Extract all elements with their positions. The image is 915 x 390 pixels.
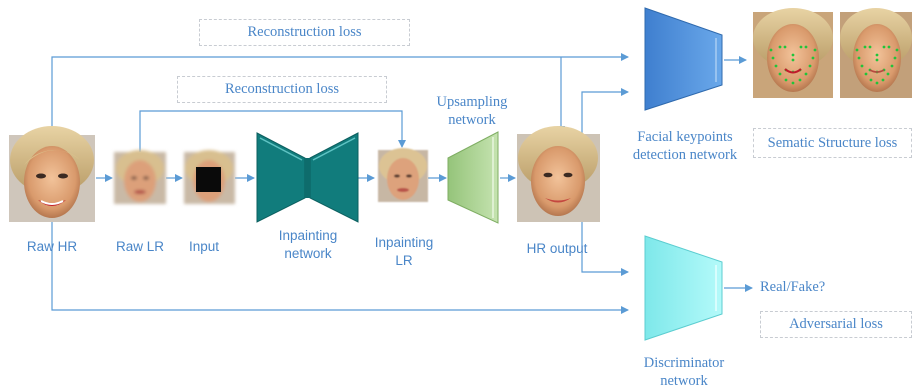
inpainting-lr-face-image	[378, 148, 428, 202]
facial-keypoints-label-line1: Facial keypoints	[637, 129, 733, 145]
keypoint-face-image-1	[753, 8, 833, 98]
connectors	[51, 53, 753, 314]
arrow-hroutput-to-keypoints	[581, 88, 629, 134]
semantic-structure-loss-label: Sematic Structure loss	[767, 134, 898, 151]
upsampling-network-shape	[447, 131, 499, 224]
inpainting-lr-label: Inpainting LR	[360, 234, 448, 270]
keypoint-face-image-2	[840, 8, 912, 98]
reconstruction-loss-top-box: Reconstruction loss	[199, 19, 410, 46]
input-masked-face-image	[184, 150, 235, 204]
inpainting-network-shape	[256, 132, 359, 223]
upsampling-network-label: Upsampling network	[420, 93, 524, 129]
adversarial-loss-box: Adversarial loss	[760, 311, 912, 338]
reconstruction-loss-mid-label: Reconstruction loss	[225, 81, 339, 97]
raw-hr-label: Raw HR	[26, 239, 78, 254]
keypoint-network-shape	[644, 7, 723, 111]
discriminator-network-shape	[644, 235, 723, 341]
raw-lr-face-image	[114, 150, 166, 204]
reconstruction-loss-mid-box: Reconstruction loss	[177, 76, 387, 103]
real-fake-label: Real/Fake?	[760, 279, 826, 295]
upsampling-network-label-line2: network	[448, 112, 496, 128]
raw-hr-face-image	[9, 126, 95, 222]
inpainting-lr-label-line2: LR	[395, 253, 413, 268]
discriminator-label-line1: Discriminator	[643, 355, 725, 371]
raw-lr-label: Raw LR	[115, 239, 164, 254]
hr-output-face-image	[517, 126, 600, 222]
arrow-rawhr-to-keypoints	[51, 53, 629, 135]
adversarial-loss-label: Adversarial loss	[789, 316, 883, 332]
hr-output-label: HR output	[526, 241, 588, 256]
discriminator-label-line2: network	[660, 373, 708, 389]
reconstruction-loss-top-label: Reconstruction loss	[247, 24, 362, 40]
discriminator-network-label: Discriminator network	[624, 354, 744, 390]
facial-keypoints-label-line2: detection network	[632, 147, 738, 163]
inpainting-network-label: Inpainting network	[258, 227, 358, 263]
facial-keypoints-label: Facial keypoints detection network	[620, 128, 750, 164]
inpainting-network-label-line2: network	[284, 246, 332, 261]
semantic-structure-loss-box: Sematic Structure loss	[753, 128, 912, 158]
input-label: Input	[188, 239, 220, 254]
inpainting-network-label-line1: Inpainting	[278, 228, 338, 243]
arrow-rawlr-to-inpaintinglr	[139, 110, 406, 152]
arrow-hroutput-to-discriminator	[581, 222, 629, 276]
inpainting-lr-label-line1: Inpainting	[374, 235, 434, 250]
upsampling-network-label-line1: Upsampling	[436, 94, 508, 110]
arrow-rawhr-to-discriminator	[51, 222, 629, 314]
